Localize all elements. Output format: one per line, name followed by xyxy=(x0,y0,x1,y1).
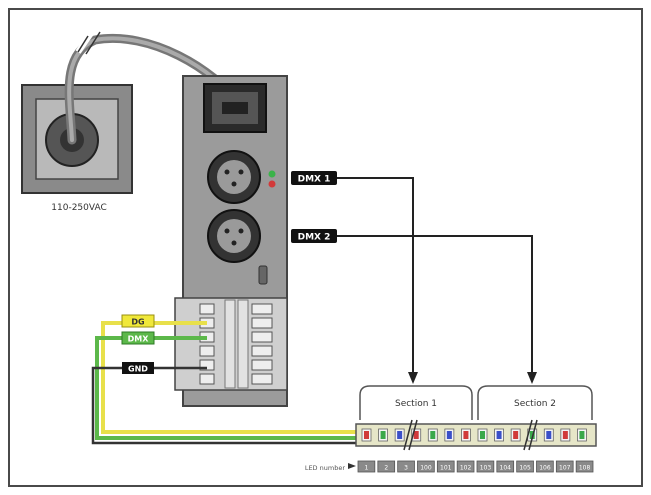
led-number-box xyxy=(436,460,455,473)
dmx2-line xyxy=(296,235,533,380)
strip-led-color xyxy=(529,431,535,439)
section1-box xyxy=(359,385,473,420)
dmx2-tag xyxy=(291,229,337,243)
led-number-box xyxy=(417,460,435,473)
terminal-slot xyxy=(251,373,273,385)
wire-yellow-label: DG xyxy=(131,318,144,327)
strip-led-color xyxy=(480,431,485,439)
wire-yellow xyxy=(101,321,356,434)
led-number: 104 xyxy=(500,465,512,472)
dmx1-tag xyxy=(291,171,337,185)
led-number-box xyxy=(377,460,396,473)
led-number: 100 xyxy=(420,465,432,472)
controller-unit xyxy=(174,75,288,407)
terminal-slot xyxy=(251,359,273,371)
led-number: 108 xyxy=(579,465,591,472)
led-number: 105 xyxy=(519,465,531,472)
terminal-slot xyxy=(251,345,273,357)
strip-led-color xyxy=(413,431,419,439)
strip-led-color xyxy=(446,431,452,439)
led-number-box xyxy=(357,460,376,473)
led-number: 3 xyxy=(404,465,408,472)
led-number-box xyxy=(575,460,594,473)
strip-cut-mark-2 xyxy=(523,419,533,451)
wire-yellow-tag xyxy=(121,314,155,328)
led-number: 2 xyxy=(384,465,388,472)
wire-gnd-tag xyxy=(122,362,154,374)
led-number-box xyxy=(476,460,495,473)
terminal-screw xyxy=(199,373,215,385)
strip-cut-mark xyxy=(403,419,413,451)
led-number-box xyxy=(456,460,475,473)
terminal-divider xyxy=(237,299,249,389)
power-label: 110-250VAC xyxy=(51,203,106,213)
wire-green-label: DMX xyxy=(128,335,150,344)
led-number: 102 xyxy=(460,465,472,472)
led-number-box xyxy=(397,460,415,473)
led-number: 103 xyxy=(480,465,492,472)
led-number: 1 xyxy=(365,465,369,472)
strip-led-color xyxy=(364,431,369,439)
dmx1-label: DMX 1 xyxy=(298,175,331,185)
terminal-slot xyxy=(251,303,273,315)
wire-gnd-label: GND xyxy=(128,365,148,374)
terminal-screw xyxy=(199,303,215,315)
strip-led-color xyxy=(380,431,386,439)
terminal-slot xyxy=(251,331,273,343)
led-number: 106 xyxy=(539,465,551,472)
strip-led-color xyxy=(579,431,585,439)
terminal-slot xyxy=(251,317,273,329)
led-strip xyxy=(355,423,597,447)
strip-led-color xyxy=(430,431,436,439)
terminal-screw xyxy=(199,359,215,371)
section1-label: Section 1 xyxy=(395,399,437,409)
wall-socket xyxy=(21,84,133,194)
terminal-divider xyxy=(224,299,236,389)
led-number: 107 xyxy=(559,465,571,472)
strip-led-color xyxy=(513,431,519,439)
section2-box xyxy=(477,385,593,420)
led-number-label: LED number xyxy=(305,464,345,472)
status-led-red xyxy=(268,180,276,188)
terminal-screw xyxy=(199,345,215,357)
led-number-box xyxy=(555,460,574,473)
strip-led-color xyxy=(496,431,502,439)
status-led-green xyxy=(268,170,276,178)
led-number-box xyxy=(536,460,554,473)
usb-port xyxy=(258,265,268,285)
wire-green-tag xyxy=(121,331,155,345)
led-number-arrow xyxy=(348,463,356,469)
led-number: 101 xyxy=(440,465,452,472)
section2-label: Section 2 xyxy=(514,399,556,409)
dmx2-label: DMX 2 xyxy=(298,233,331,243)
strip-led-color xyxy=(463,431,469,439)
led-number-box xyxy=(516,460,534,473)
strip-led-color xyxy=(562,431,568,439)
strip-led-color xyxy=(546,431,552,439)
led-number-box xyxy=(496,460,515,473)
strip-led-color xyxy=(397,431,403,439)
